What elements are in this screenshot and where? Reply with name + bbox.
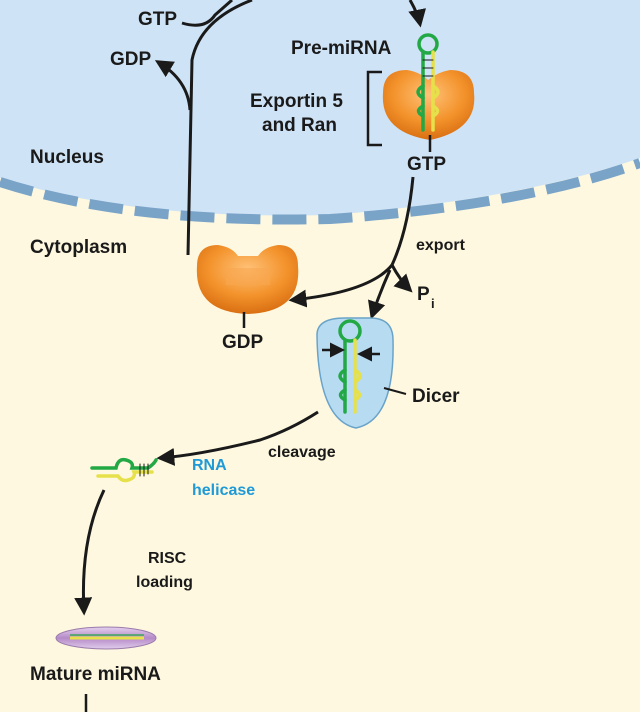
exportin-label-line1: Exportin 5 <box>250 91 343 112</box>
risc-loading-arrow <box>74 489 106 616</box>
mature-mirna-complex <box>55 626 157 650</box>
gtp-top-label: GTP <box>138 9 177 30</box>
mirna-duplex <box>90 457 158 483</box>
nucleus-label: Nucleus <box>30 147 104 168</box>
rna-helicase-label-line1: RNA <box>192 457 227 474</box>
cleavage-arrow <box>156 410 319 466</box>
arrow-to-premirna <box>408 0 426 28</box>
cytoplasm-label: Cytoplasm <box>30 237 127 258</box>
risc-label-line2: loading <box>136 574 193 591</box>
exportin-bracket <box>366 70 382 147</box>
mature-mirna-label: Mature miRNA <box>30 664 161 685</box>
gdp-top-label: GDP <box>110 49 152 70</box>
gtp-complex-label: GTP <box>407 154 446 175</box>
pi-label: P <box>417 284 430 305</box>
cycle-line <box>186 0 253 256</box>
gdp-bottom-label: GDP <box>222 332 264 353</box>
arrow-to-free-exportin <box>288 264 394 308</box>
exportin5-ran-complex <box>382 70 475 140</box>
gdp-out-arrow <box>154 60 192 111</box>
dicer-leader-line <box>383 387 407 395</box>
nucleus-region <box>0 0 640 216</box>
pi-subscript: i <box>431 296 435 311</box>
nuclear-membrane <box>0 158 640 225</box>
arrow-to-dicer <box>368 269 392 320</box>
export-label: export <box>416 237 466 254</box>
risc-label-line1: RISC <box>148 550 187 567</box>
free-exportin5 <box>196 245 299 314</box>
pi-arrow <box>390 264 413 293</box>
pre-mirna-label: Pre-miRNA <box>291 38 392 59</box>
gtp-to-cycle-arrow <box>181 0 233 27</box>
rna-helicase-label-line2: helicase <box>192 482 255 499</box>
cleavage-label: cleavage <box>268 444 336 461</box>
pre-mirna-hairpin <box>416 33 440 132</box>
dicer-label: Dicer <box>412 386 460 407</box>
dicer-hairpin <box>338 319 362 414</box>
exportin-label-line2: and Ran <box>262 115 337 136</box>
export-line <box>390 176 415 266</box>
